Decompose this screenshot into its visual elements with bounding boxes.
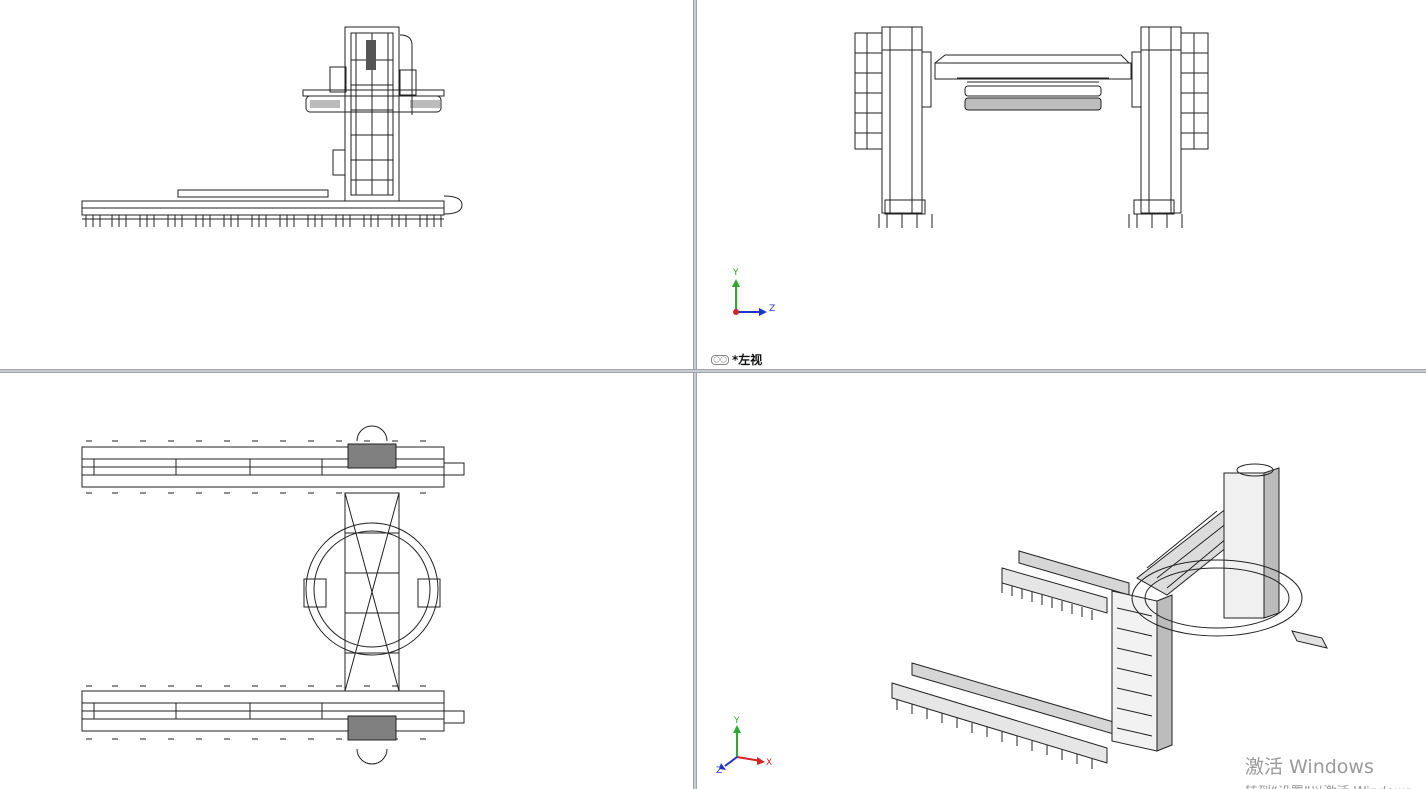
left-view-drawing: Y Z	[732, 26, 1209, 316]
horizontal-splitter[interactable]	[0, 369, 1426, 373]
triad-iso-y-label: Y	[733, 716, 740, 726]
triad-iso-x-label: X	[766, 758, 772, 768]
viewport-isometric[interactable]: Y X Z 激活 Windows 转到“设置”以激活 Windows。	[697, 373, 1426, 789]
view-label: ◯◯ *左视	[711, 351, 762, 368]
watermark-subtitle: 转到“设置”以激活 Windows。	[1245, 781, 1425, 789]
view-label-text: *左视	[732, 353, 763, 367]
viewport-left[interactable]: Y Z ◯◯ *左视	[697, 0, 1426, 369]
viewport-front[interactable]	[0, 0, 693, 369]
vertical-splitter[interactable]	[693, 0, 697, 789]
glasses-icon: ◯◯	[711, 354, 729, 365]
top-view-drawing	[81, 425, 465, 765]
triad-iso-z-label: Z	[716, 766, 722, 776]
front-view-drawing	[81, 26, 463, 227]
watermark-title: 激活 Windows	[1245, 756, 1374, 778]
activation-watermark: 激活 Windows 转到“设置”以激活 Windows。	[1245, 752, 1425, 789]
viewport-top[interactable]	[0, 373, 693, 789]
isometric-view-drawing: Y X Z	[716, 463, 1328, 776]
axis-triad-iso: Y X Z	[716, 716, 772, 776]
axis-triad-left: Y Z	[732, 268, 775, 316]
triad-z-label: Z	[769, 304, 775, 314]
triad-y-label: Y	[732, 268, 739, 278]
